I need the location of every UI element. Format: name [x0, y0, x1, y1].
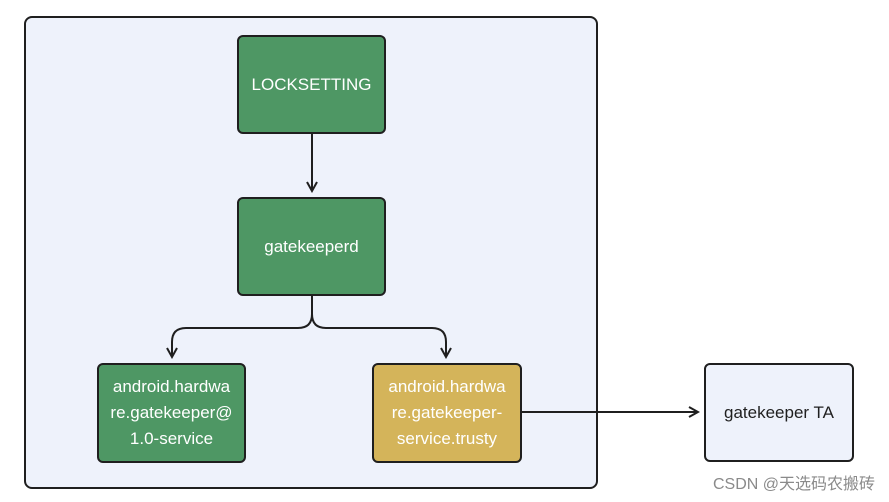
node-hal-service-line-2: re.gatekeeper@: [110, 403, 233, 422]
node-hal-service-line-3: 1.0-service: [129, 429, 214, 448]
node-trusty-service: android.hardwa re.gatekeeper- service.tr…: [372, 363, 522, 463]
node-gatekeeper-ta: gatekeeper TA: [704, 363, 854, 462]
node-locksetting-label: LOCKSETTING: [251, 74, 372, 94]
edge-gatekeeperd-to-hal-service: [172, 296, 313, 357]
node-trusty-service-line-3: service.trusty: [396, 429, 498, 448]
edge-gatekeeperd-to-trusty-service: [311, 296, 446, 357]
node-gatekeeperd: gatekeeperd: [237, 197, 386, 296]
watermark: CSDN @天选码农搬砖: [712, 476, 875, 493]
node-trusty-service-line-1: android.hardwa: [388, 377, 506, 396]
node-gatekeeper-ta-label: gatekeeper TA: [724, 402, 834, 422]
node-hal-service-line-1: android.hardwa: [112, 377, 231, 396]
node-trusty-service-line-2: re.gatekeeper-: [391, 403, 503, 422]
node-gatekeeperd-label: gatekeeperd: [264, 236, 359, 256]
node-locksetting: LOCKSETTING: [237, 35, 386, 134]
node-hal-service: android.hardwa re.gatekeeper@ 1.0-servic…: [97, 363, 246, 463]
